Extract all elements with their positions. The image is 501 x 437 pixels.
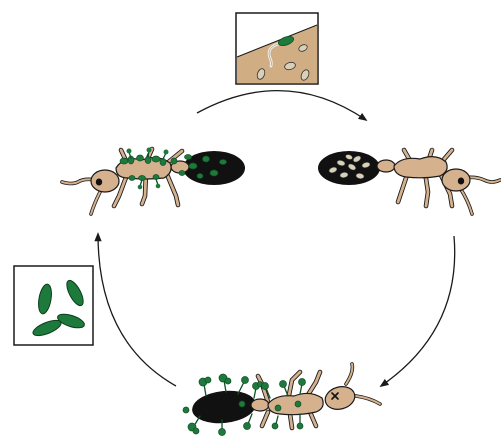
- cycle-arrow-bottom-left: [98, 234, 176, 386]
- soil-inset-icon: [236, 13, 318, 84]
- dead-ant-with-fruiting-bodies-icon: [183, 364, 380, 436]
- ant-with-fungal-growth-icon: [62, 148, 245, 215]
- spores-inset-icon: [14, 266, 93, 345]
- cycle-arrow-top: [197, 91, 366, 120]
- ant-with-spores-icon: [318, 150, 500, 214]
- cycle-arrow-right: [381, 236, 455, 386]
